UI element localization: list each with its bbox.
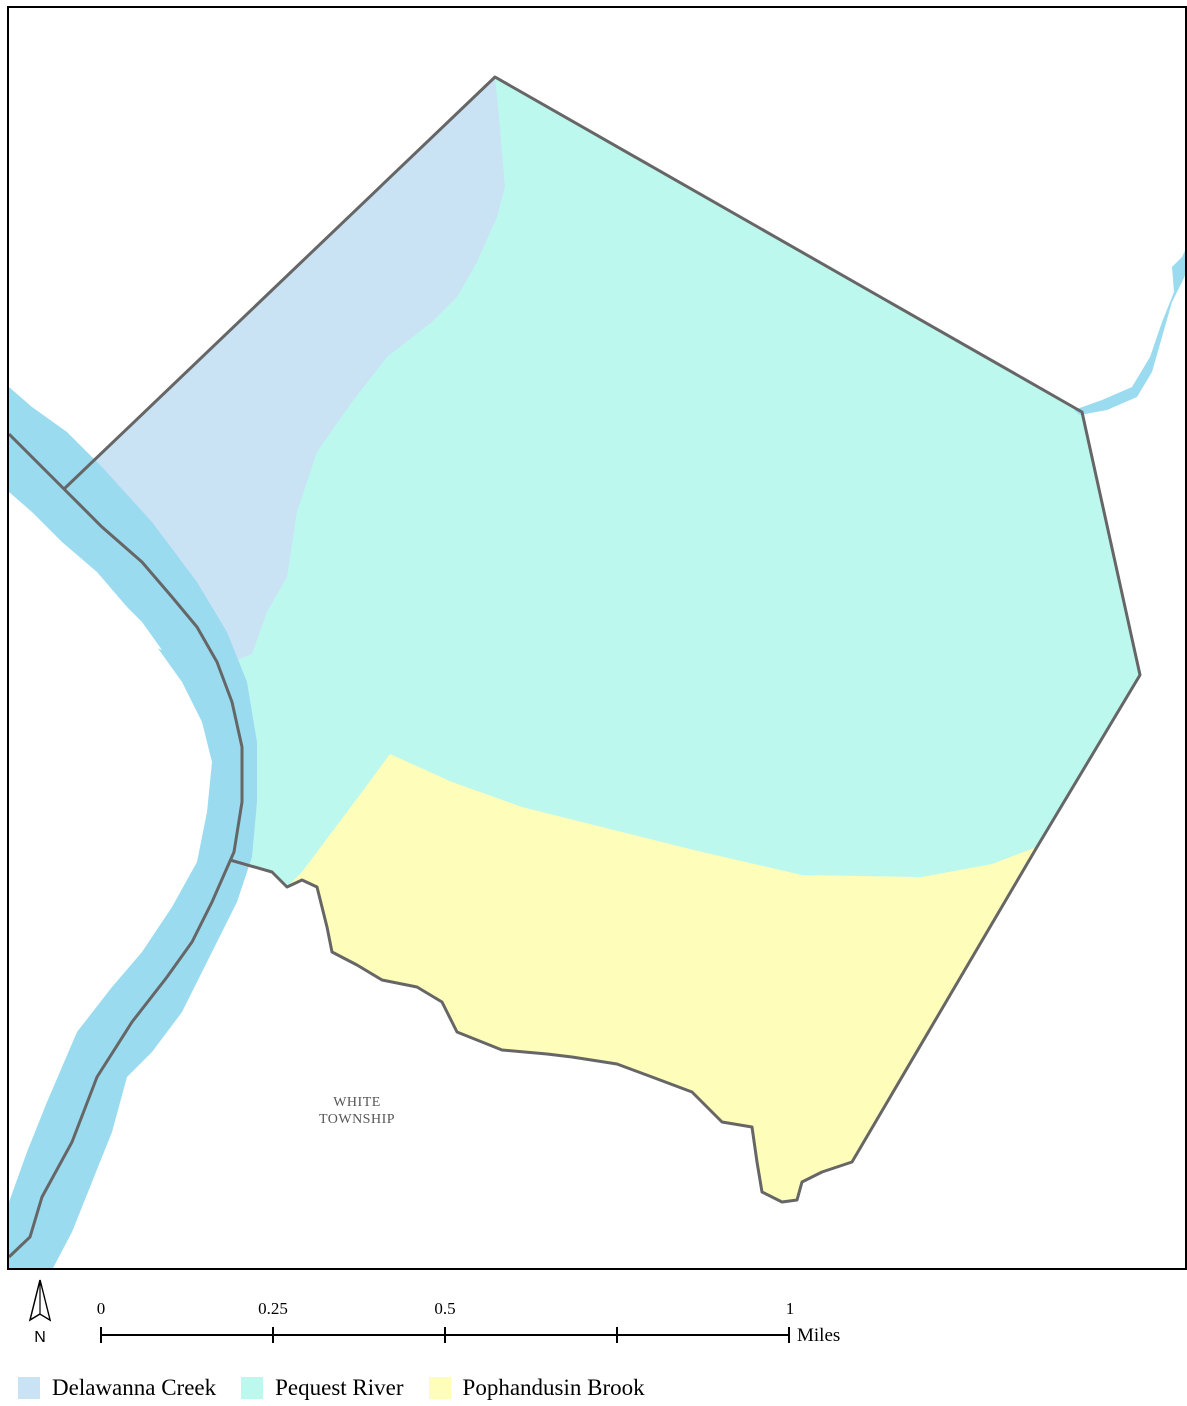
legend-swatch: [428, 1377, 451, 1399]
legend-swatch: [241, 1377, 264, 1399]
legend-label: Delawanna Creek: [52, 1375, 217, 1400]
legend: Delawanna Creek Pequest River Pophandusi…: [18, 1375, 670, 1401]
main-river: [9, 387, 257, 1268]
legend-item-delawanna-creek: Delawanna Creek: [18, 1375, 216, 1401]
scale-tick-1: 1: [785, 1299, 795, 1318]
pophandusin-brook-area: [287, 754, 1037, 1202]
north-label: N: [34, 1329, 46, 1346]
northeast-stream: [1074, 250, 1185, 415]
north-arrow-icon: N: [28, 1279, 52, 1346]
scale-tick-025: 0.25: [258, 1299, 288, 1318]
river-island: [37, 522, 162, 650]
delawanna-creek-area: [64, 77, 505, 664]
legend-item-pequest-river: Pequest River: [241, 1375, 404, 1401]
scale-tick-05: 0.5: [434, 1299, 456, 1318]
legend-label: Pophandusin Brook: [462, 1375, 645, 1400]
state-boundary-line: [9, 432, 244, 1259]
legend-swatch: [18, 1377, 40, 1399]
scale-units: Miles: [797, 1325, 841, 1346]
map-canvas: [9, 75, 1185, 1268]
map-frame: WHITE TOWNSHIP: [7, 6, 1187, 1270]
scale-bar: [100, 1327, 790, 1343]
scale-tick-0: 0: [96, 1299, 106, 1318]
white-township-label: WHITE TOWNSHIP: [302, 1094, 412, 1128]
place-label-line1: WHITE: [333, 1095, 381, 1110]
place-label-line2: TOWNSHIP: [318, 1112, 396, 1127]
legend-item-pophandusin-brook: Pophandusin Brook: [428, 1375, 645, 1401]
municipal-boundary: [62, 75, 1142, 1204]
legend-label: Pequest River: [275, 1375, 404, 1400]
